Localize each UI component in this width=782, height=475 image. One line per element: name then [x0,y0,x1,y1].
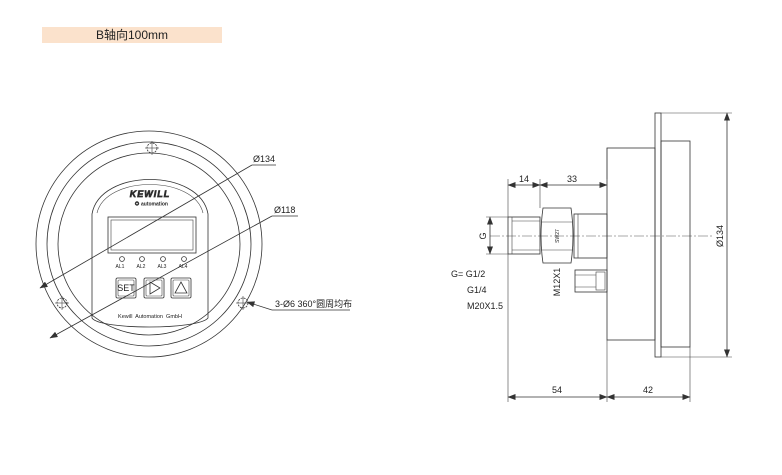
axial-length-label: B轴向100mm [42,27,222,43]
top-dimensions [507,148,608,217]
m12-connector [574,269,608,293]
lcd-display-inner [110,219,194,251]
play-key [143,277,165,299]
outer-diameter-label: Ø134 [253,154,275,164]
connection-neck [573,213,608,259]
bolt-circle [46,141,252,347]
side-diameter-dimension [661,112,732,358]
outer-diameter-leader [39,164,276,289]
set-key-label: SET [117,283,135,293]
inner-diameter-leader [49,215,298,339]
dim-54: 54 [552,385,562,395]
side-diameter-label: Ø134 [715,225,725,247]
thread-label: G [478,232,488,239]
up-key [170,277,192,299]
holes-leader [246,301,350,311]
dim-33: 33 [567,174,577,184]
kewill-logo: KEWILL [130,189,171,199]
set-key: SET [115,277,137,299]
led-label-al2: AL2 [137,264,146,270]
led-label-al3: AL3 [158,264,167,270]
led-al2 [139,256,145,262]
bezel-circle [57,152,241,336]
inner-diameter-label: Ø118 [274,205,295,215]
maker-text: Kewill Automation GmbH [118,314,182,320]
led-al4 [181,256,187,262]
side-view: SW27 M12X1 G [451,112,732,402]
front-bezel [660,140,691,348]
connector-label: M12X1 [552,268,562,297]
hex-size-label: SW27 [555,229,561,243]
thread-dimension [486,216,508,255]
panel-housing [91,179,209,328]
gauge-case [606,147,656,341]
led-al3 [160,256,166,262]
bottom-dimensions [507,254,691,402]
up-triangle-icon [174,281,188,294]
logo-subtitle: automation [141,202,168,208]
mounting-flange [654,112,662,358]
outer-flange-circle [35,130,263,358]
dim-42: 42 [643,385,653,395]
hex-nut [540,207,574,264]
mounting-hole-left [55,296,69,310]
dim-14: 14 [519,174,529,184]
thread-stub [507,216,541,255]
thread-option-1: G= G1/2 [451,269,485,279]
holes-note: 3-Ø6 360°圆周均布 [275,298,352,309]
front-view: KEWILL automation AL1 AL2 AL3 AL4 SET [35,130,352,358]
lcd-display [107,216,197,254]
gear-icon [134,201,140,206]
led-label-al4: AL4 [179,264,188,270]
thread-option-2: G1/4 [467,285,487,295]
thread-option-3: M20X1.5 [467,301,503,311]
play-triangle-icon [149,281,161,295]
led-label-al1: AL1 [116,264,125,270]
mounting-hole-top [145,141,159,155]
led-al1 [119,256,125,262]
